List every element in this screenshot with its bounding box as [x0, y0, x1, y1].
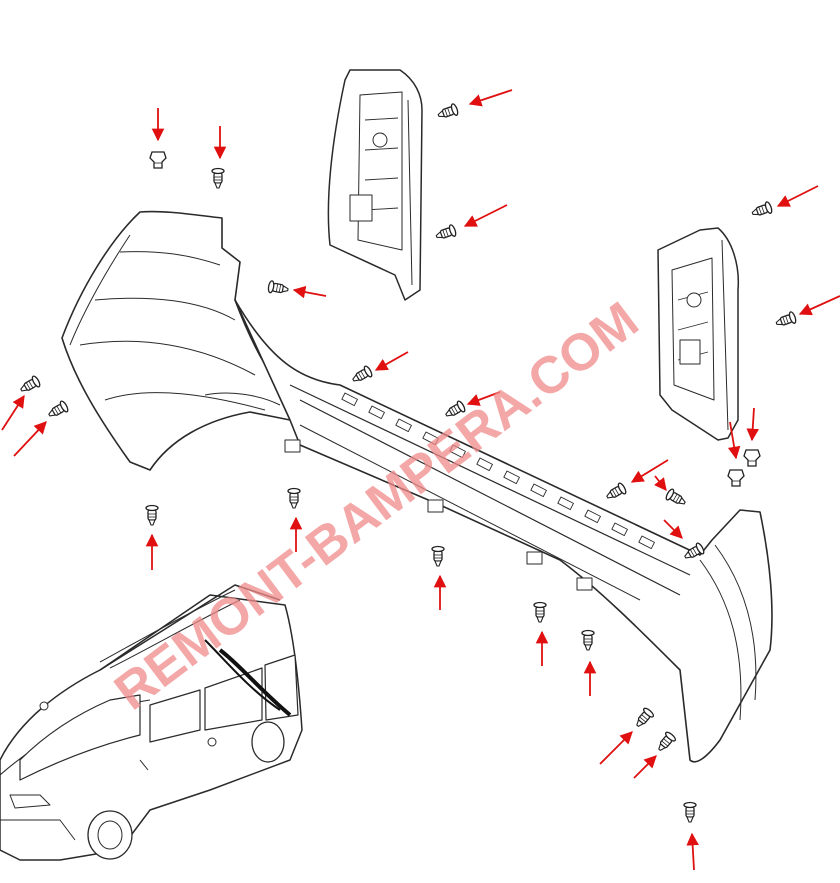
- screw-icon: [773, 310, 798, 330]
- van-illustration: [0, 584, 303, 861]
- right-tail-light: [657, 227, 740, 441]
- clip-icon: [743, 449, 761, 467]
- screw-icon: [632, 706, 656, 731]
- screw-icon: [664, 487, 689, 509]
- screw-icon: [211, 167, 225, 189]
- screw-icon: [145, 504, 159, 526]
- screw-icon: [435, 102, 460, 122]
- screw-icon: [266, 279, 290, 297]
- screw-icon: [749, 200, 774, 220]
- screw-icon: [287, 487, 301, 509]
- screw-icon: [349, 364, 374, 386]
- left-tail-light: [327, 69, 423, 301]
- indicator-arrows: [1, 89, 840, 871]
- screw-icon: [431, 545, 445, 567]
- screw-icon: [654, 730, 678, 755]
- screw-icon: [603, 481, 628, 503]
- rear-bumper: [61, 210, 773, 763]
- screw-icon: [17, 374, 42, 396]
- clip-icon: [727, 469, 745, 487]
- screw-icon: [581, 629, 595, 651]
- screw-icon: [533, 601, 547, 623]
- screw-icon: [433, 223, 458, 243]
- screw-icon: [683, 801, 697, 823]
- screw-icon: [45, 399, 70, 421]
- clip-icon: [149, 151, 167, 169]
